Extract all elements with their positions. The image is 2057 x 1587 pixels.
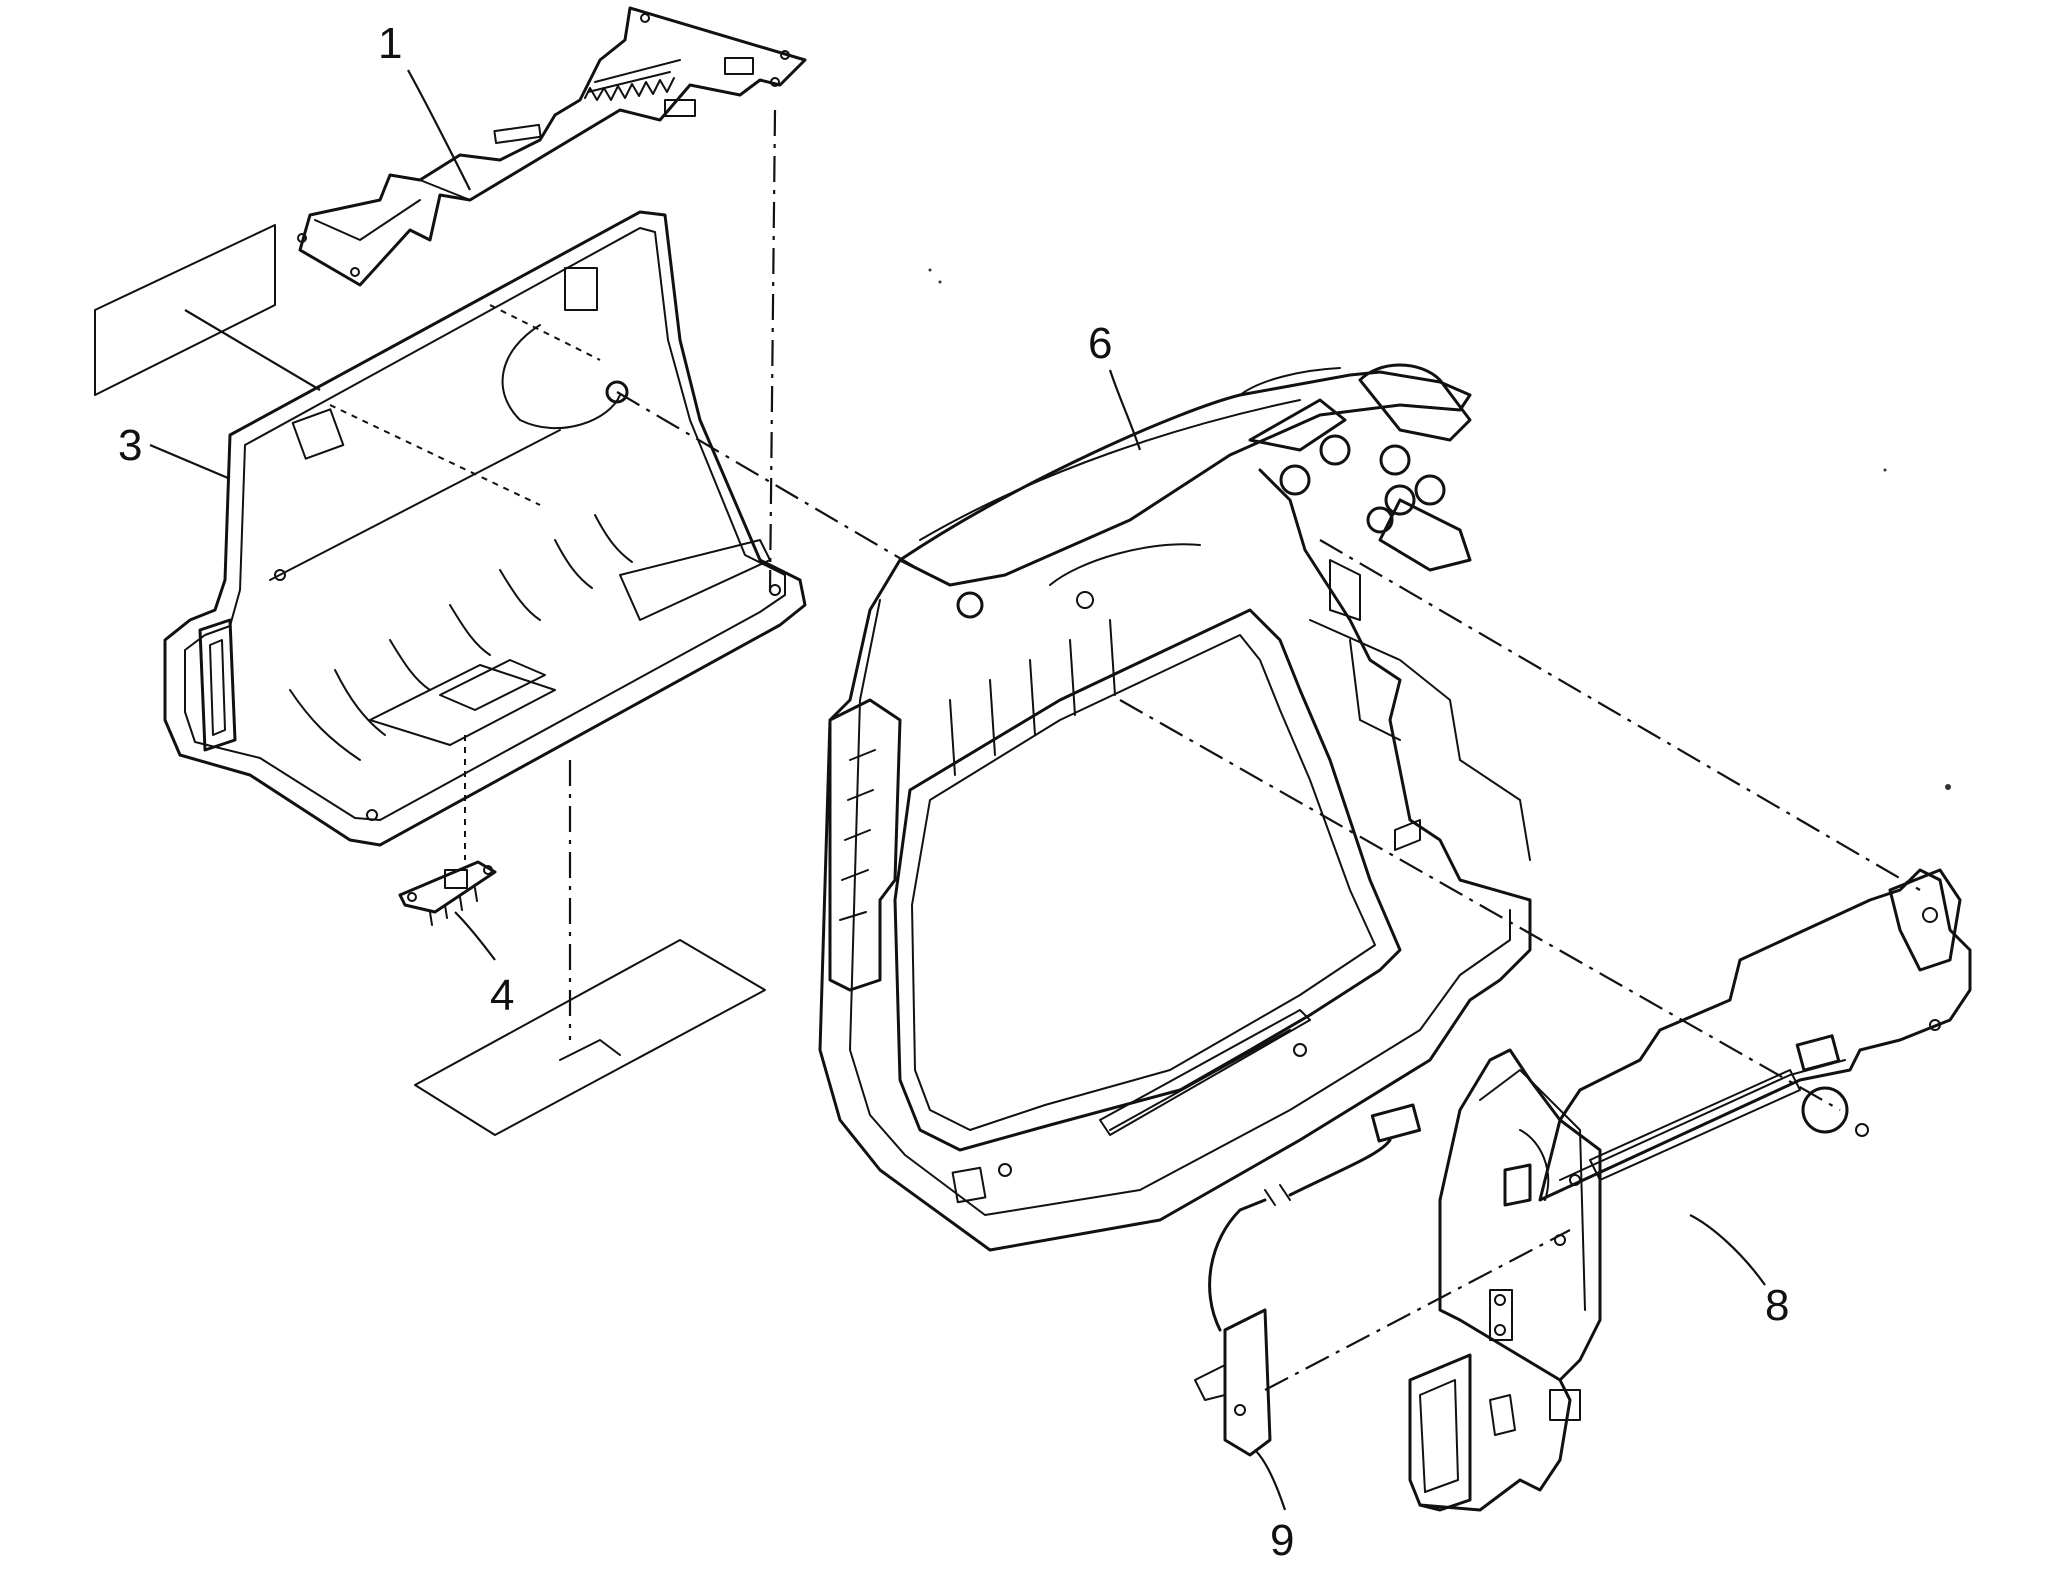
callout-3: 3 xyxy=(118,421,142,470)
leader-6 xyxy=(1108,369,1142,451)
leader-4 xyxy=(454,911,496,961)
leader-8 xyxy=(1689,1214,1766,1286)
leader-3 xyxy=(149,443,229,480)
callout-1: 1 xyxy=(378,19,402,68)
leader-9 xyxy=(1254,1449,1287,1511)
part-8-right-bracket xyxy=(1408,868,1972,1512)
callout-4: 4 xyxy=(490,971,514,1020)
insulation-sheet-left xyxy=(94,224,276,396)
scan-specks xyxy=(928,268,1951,790)
part-1-top-board xyxy=(297,6,807,287)
callout-leaders xyxy=(149,69,1766,1511)
leader-1 xyxy=(407,69,471,191)
insulation-sheet-bottom xyxy=(414,939,766,1136)
part-3-left-housing xyxy=(163,210,807,847)
part-4-connector xyxy=(398,860,497,926)
callout-9: 9 xyxy=(1270,1516,1294,1565)
part-6-main-frame xyxy=(818,363,1532,1252)
callout-6: 6 xyxy=(1088,319,1112,368)
alignment-lines xyxy=(184,109,1921,1391)
part-9-sensor-cable xyxy=(1194,1103,1422,1457)
callout-8: 8 xyxy=(1765,1281,1789,1330)
callout-labels: 1 3 4 6 8 9 xyxy=(118,19,1789,1565)
